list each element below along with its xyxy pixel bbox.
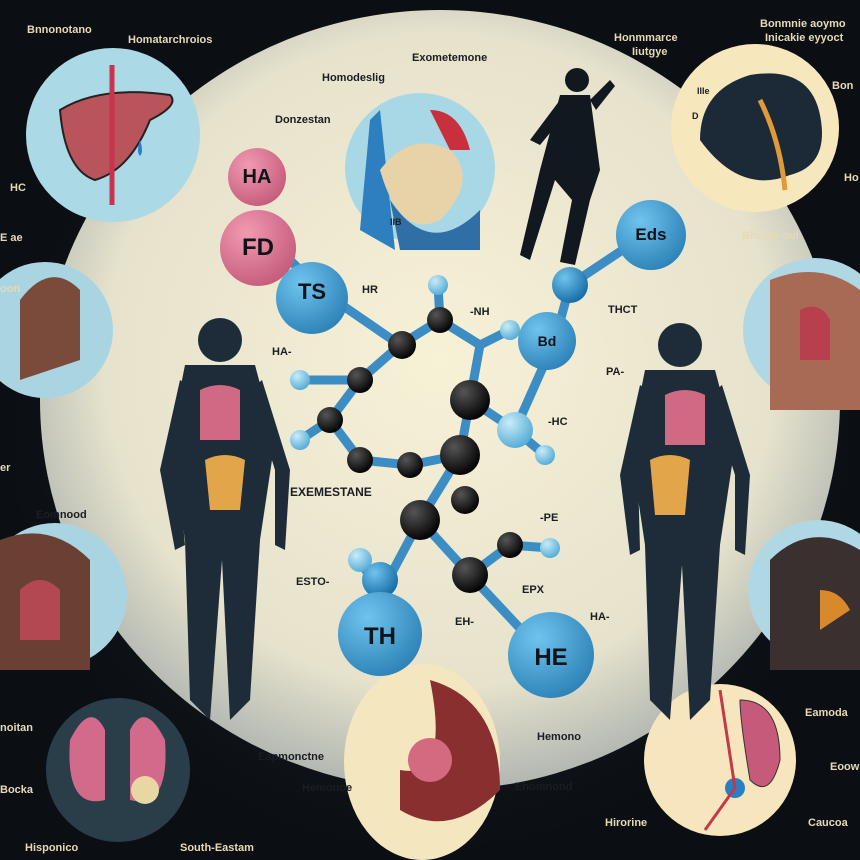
label: Eoow bbox=[830, 761, 860, 773]
label: HA- bbox=[272, 346, 292, 358]
label: Bonmnie aoymo bbox=[760, 18, 846, 30]
torso-circle-right bbox=[743, 258, 860, 410]
label: Hemono bbox=[537, 731, 581, 743]
label: Iiutgye bbox=[632, 46, 668, 58]
atom-ts: TS bbox=[276, 262, 348, 334]
label: Exometemone bbox=[412, 52, 488, 64]
label: EPX bbox=[522, 584, 545, 596]
atoms bbox=[290, 267, 588, 598]
human-figure-right bbox=[620, 323, 750, 720]
torso-circle-right-2 bbox=[748, 520, 860, 670]
label: Bnnonotano bbox=[27, 24, 92, 36]
label: Eomnood bbox=[36, 509, 87, 521]
runner-silhouette bbox=[520, 68, 615, 265]
label: -NH bbox=[470, 306, 490, 318]
label: EH- bbox=[455, 616, 474, 628]
label: Hirorine bbox=[605, 817, 648, 829]
label: IIB bbox=[390, 217, 402, 227]
atom-bd: Bd bbox=[518, 312, 576, 370]
label: HA- bbox=[590, 611, 610, 623]
label: Donzestan bbox=[275, 114, 331, 126]
label: Honmmarce bbox=[614, 32, 678, 44]
human-figure-left bbox=[160, 318, 290, 720]
stomach-circle bbox=[344, 664, 500, 860]
label: E ae bbox=[0, 232, 23, 244]
atom-ha: HA bbox=[228, 148, 286, 206]
atom-fd: FD bbox=[220, 210, 296, 286]
atom-th: TH bbox=[338, 592, 422, 676]
label: HC bbox=[10, 182, 26, 194]
label: Hemonoe bbox=[302, 782, 353, 794]
liver-circle bbox=[26, 48, 200, 222]
label: D bbox=[692, 111, 699, 121]
adrenal-circle bbox=[671, 44, 839, 212]
label: Inicakie eyyoct bbox=[765, 32, 844, 44]
label: PA- bbox=[606, 366, 625, 378]
label: -PE bbox=[540, 512, 559, 524]
torso-circle-left bbox=[0, 523, 127, 670]
label: Homatarchroios bbox=[128, 34, 213, 46]
label: Homodeslig bbox=[322, 72, 385, 84]
heart-circle bbox=[345, 93, 495, 250]
label: South-Eastam bbox=[180, 842, 254, 854]
label: noitan bbox=[0, 722, 33, 734]
label: THCT bbox=[608, 304, 638, 316]
lungs-circle bbox=[46, 698, 190, 842]
label: ESTO- bbox=[296, 576, 330, 588]
label: Bhome oul bbox=[742, 230, 799, 242]
label: Bon bbox=[832, 80, 854, 92]
label: IIIe bbox=[697, 86, 710, 96]
label: -HC bbox=[548, 416, 568, 428]
label: Eamoda bbox=[805, 707, 848, 719]
label: EXEMESTANE bbox=[290, 485, 372, 499]
atom-eds: Eds bbox=[616, 200, 686, 270]
atom-he: HE bbox=[508, 612, 594, 698]
kidney-circle bbox=[644, 684, 796, 836]
label: er bbox=[0, 462, 11, 474]
label: Ho bbox=[844, 172, 859, 184]
label: Caucoa bbox=[808, 817, 848, 829]
athlete-circle-left bbox=[0, 262, 113, 398]
label: HR bbox=[362, 284, 378, 296]
label: Eapmonctne bbox=[258, 751, 325, 763]
label: Bocka bbox=[0, 784, 34, 796]
label: oon bbox=[0, 283, 21, 295]
label: Ehomnond bbox=[515, 781, 573, 793]
label: Hisponico bbox=[25, 842, 79, 854]
